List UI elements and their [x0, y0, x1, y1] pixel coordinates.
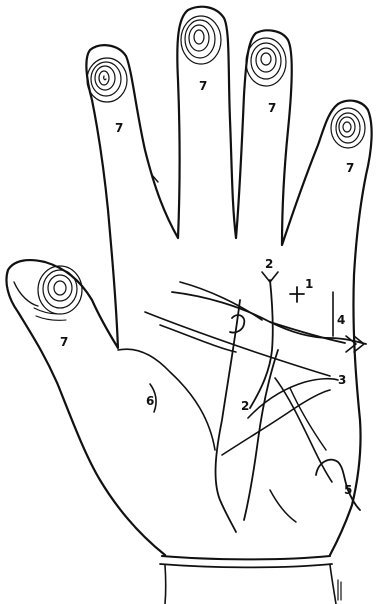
label-lower-axial: 2 [241, 399, 249, 413]
cross-mark [290, 287, 304, 302]
diagonal-crease-3 [275, 378, 332, 482]
label-upper-axial: 2 [265, 257, 273, 271]
little-fingerprint [331, 108, 365, 148]
label-distal-crease: 3 [338, 373, 346, 387]
thenar-crease [216, 300, 240, 532]
ring-fingerprint [246, 38, 286, 86]
label-thumb: 7 [60, 335, 68, 349]
diagonal-crease-5 [270, 490, 296, 522]
diagonal-crease-4 [290, 388, 326, 450]
label-index-fingertip: 7 [115, 121, 123, 135]
crease-short-left [160, 325, 236, 352]
wrist-line-upper [162, 556, 330, 559]
axial-line-upper [250, 280, 273, 408]
diagonal-crease-2 [222, 390, 330, 455]
label-little-fingertip: 7 [346, 161, 354, 175]
index-fingerprint [87, 58, 127, 102]
wrist-edge-left [165, 565, 166, 604]
thumb-nail [14, 282, 38, 306]
thenar-crease-inner [118, 349, 215, 450]
label-thenar: 6 [146, 394, 154, 408]
label-cross-number: 1 [305, 277, 313, 291]
label-middle-fingertip: 7 [199, 79, 207, 93]
label-ulnar-line: 4 [337, 313, 345, 327]
thumb-fingerprint [34, 266, 82, 320]
middle-fingerprint [181, 16, 221, 64]
crease-upper-left [180, 282, 262, 320]
wrist-line-lower [160, 564, 332, 567]
wrist-edge-right [330, 565, 336, 604]
label-ring-fingertip: 7 [268, 101, 276, 115]
wrist-mark [338, 580, 341, 600]
label-hypothenar-pattern: 5 [344, 483, 352, 497]
